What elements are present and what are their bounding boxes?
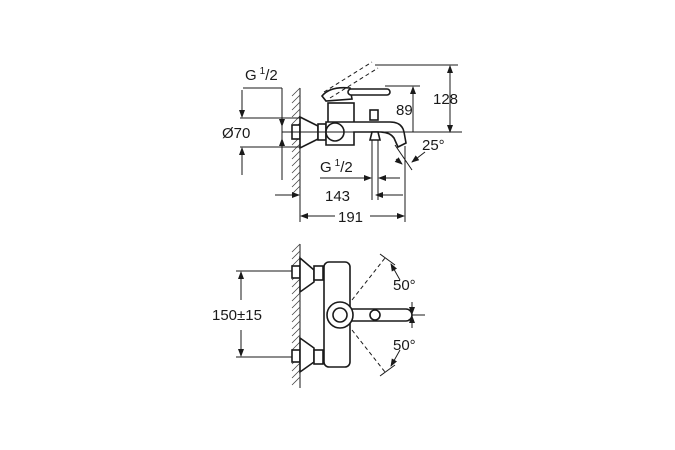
wall-hatch-line [291, 243, 301, 253]
height-150-label: 150±15 [212, 307, 262, 324]
wall-hatch-line [291, 285, 301, 295]
length-191-label: 191 [338, 209, 363, 226]
wall-hatch-line [291, 306, 301, 316]
wall-hatch-line [291, 150, 301, 160]
wall-hatch-line [291, 313, 301, 323]
wall-hatch-line [291, 292, 301, 302]
wall-hatch-line [291, 376, 301, 386]
dim-heights: 89 128 [375, 64, 458, 133]
wall-hatch-line [291, 185, 301, 195]
wall-hatch-line [291, 94, 301, 104]
wall-hatch-line [291, 164, 301, 174]
wall-hatch-line [291, 369, 301, 379]
angle-25-label: 25° [422, 137, 445, 154]
dim-angle: 25° [394, 137, 445, 205]
length-143-label: 143 [325, 188, 350, 205]
angle-top-label: 50° [393, 277, 416, 294]
wall-hatch-line [291, 87, 301, 97]
wall-hatch-line [291, 250, 301, 260]
wall-hatch-line [291, 143, 301, 153]
dim-height-150: 150±15 [212, 270, 292, 358]
wall-top [291, 87, 301, 200]
wall-hatch-line [291, 327, 301, 337]
mixer-body [325, 102, 407, 200]
height-89-label: 89 [396, 102, 413, 119]
dim-lengths: 143 191 [275, 188, 406, 226]
front-view: 150±15 50° 50° [212, 243, 425, 388]
wall-hatch-line [291, 362, 301, 372]
wall-hatch-line [291, 257, 301, 267]
lever-handle [320, 61, 391, 102]
wall-hatch-line [291, 171, 301, 181]
wall-hatch-line [291, 299, 301, 309]
wall-hatch-line [291, 278, 301, 288]
dim-rotation: 50° 50° [379, 253, 425, 377]
connectors [291, 256, 324, 374]
wall-hatch-line [291, 341, 301, 351]
wall-hatch-line [291, 334, 301, 344]
diameter-label: Ø70 [222, 125, 250, 142]
wall-hatch-line [291, 178, 301, 188]
wall-hatch-line [291, 101, 301, 111]
mixer-body-front [323, 257, 413, 373]
wall-hatch-line [291, 320, 301, 330]
wall-hatch-line [291, 157, 301, 167]
angle-bottom-label: 50° [393, 337, 416, 354]
wall-hatch-line [291, 115, 301, 125]
dim-diameter: Ø70 [222, 90, 300, 175]
height-128-label: 128 [433, 91, 458, 108]
wall-hatch-line [291, 108, 301, 118]
